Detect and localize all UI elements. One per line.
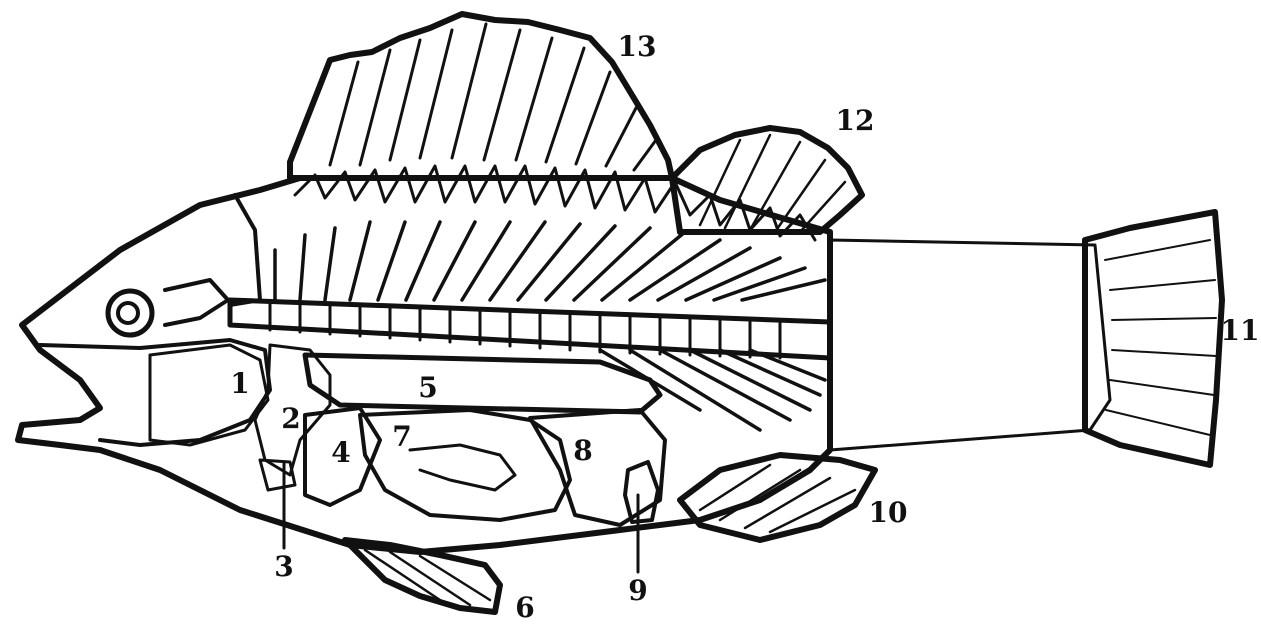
- scaled-peduncle: [830, 240, 1110, 450]
- label-6: 6: [515, 591, 534, 624]
- label-11: 11: [1221, 314, 1260, 347]
- label-8: 8: [573, 434, 592, 467]
- label-3: 3: [274, 550, 293, 583]
- label-9: 9: [628, 574, 647, 607]
- label-13: 13: [618, 30, 657, 63]
- gill-cover: [150, 345, 268, 445]
- anal-fin: [680, 455, 875, 540]
- label-1: 1: [230, 367, 249, 400]
- pelvic-fin: [345, 540, 500, 612]
- label-7: 7: [392, 420, 411, 453]
- label-2: 2: [281, 402, 300, 435]
- label-4: 4: [331, 436, 350, 469]
- ribs: [275, 222, 825, 430]
- label-10: 10: [869, 496, 908, 529]
- label-12: 12: [836, 104, 875, 137]
- first-dorsal-fin: [290, 14, 672, 178]
- vertebral-column: [230, 300, 830, 358]
- gonad: [530, 410, 665, 525]
- swim-bladder: [305, 355, 660, 412]
- label-5: 5: [418, 371, 437, 404]
- eye: [108, 291, 152, 335]
